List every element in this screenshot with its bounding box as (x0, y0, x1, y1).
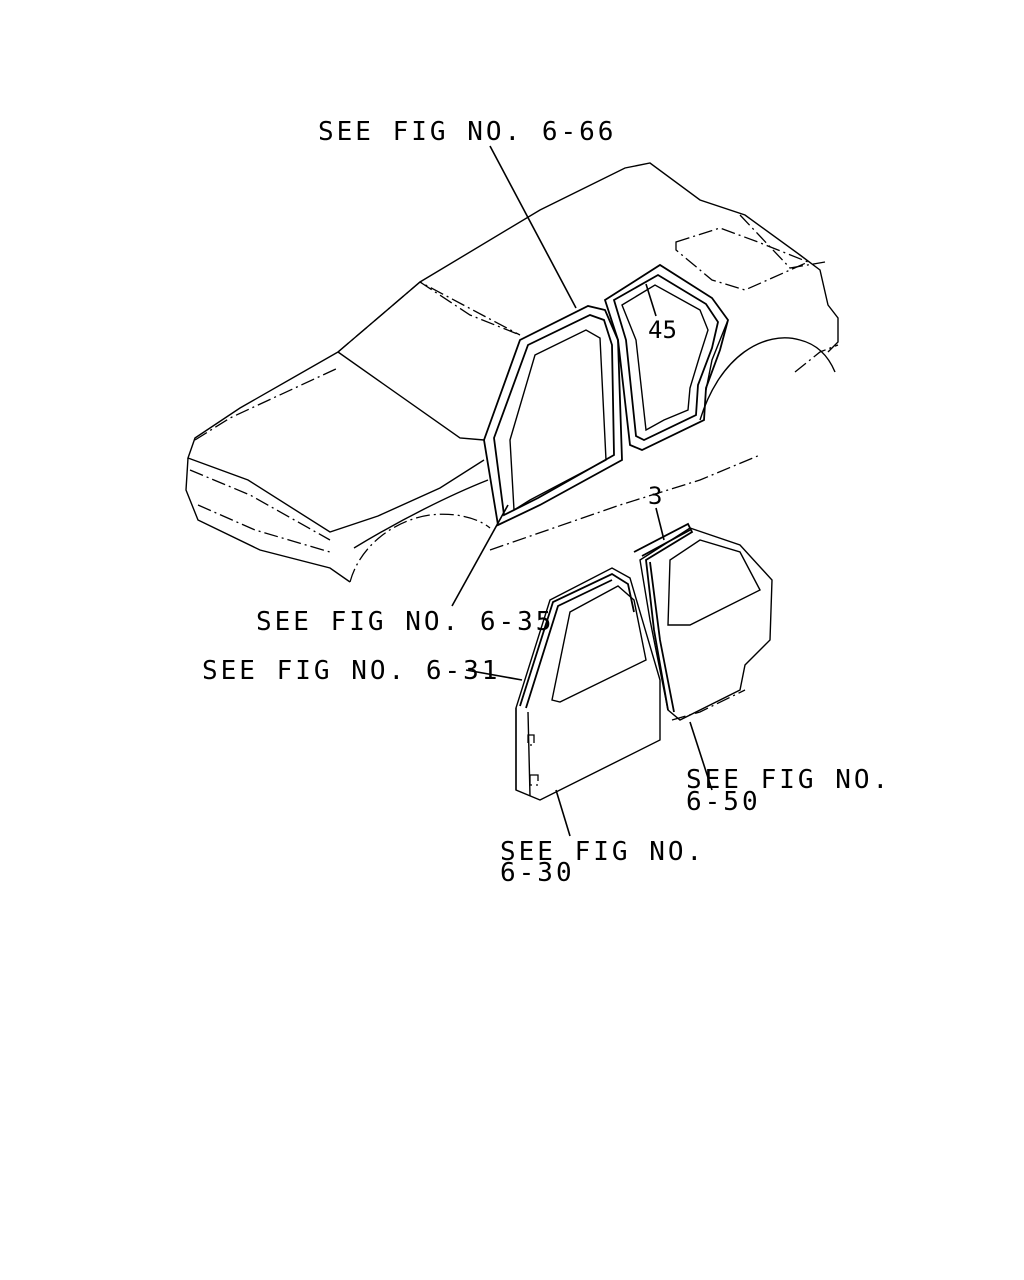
front-door-seal-inner (525, 579, 613, 709)
rear-opening-inner (612, 273, 719, 442)
front-grille (189, 469, 331, 553)
leader-fig-6-30 (555, 789, 571, 837)
front-door-edge (515, 708, 531, 797)
leader-fig-6-50 (689, 721, 713, 791)
rear-door (633, 522, 773, 721)
callout-fig-6-30-line1: SEE FIG NO. (500, 837, 705, 867)
front-door-opening-seal (483, 305, 623, 527)
front-opening-frame (509, 329, 607, 512)
leader-fig-6-66 (489, 145, 577, 309)
front-fascia (185, 457, 351, 583)
callout-fig-6-50-line2: 6-50 (686, 787, 761, 817)
callout-fig-6-66: SEE FIG NO. 6-66 (318, 117, 616, 147)
leader-part-45 (645, 283, 657, 317)
part-number-3: 3 (648, 482, 662, 510)
rear-door-window (667, 539, 761, 626)
rear-opening-frame (621, 284, 709, 432)
leader-fig-6-31 (465, 669, 523, 681)
front-door-window (551, 585, 647, 703)
rear-wheel-arch (699, 337, 836, 421)
leader-lines (451, 145, 713, 837)
roof-rear-seam (739, 214, 826, 269)
rocker-panel (489, 454, 761, 551)
front-opening-outer (483, 305, 623, 527)
leader-part-3 (655, 507, 665, 541)
callout-fig-6-35: SEE FIG NO. 6-35 (256, 607, 554, 637)
callout-labels: SEE FIG NO. 6-66 SEE FIG NO. 6-35 SEE FI… (202, 117, 891, 888)
part-number-45: 45 (648, 316, 677, 344)
rear-door-opening-seal (603, 263, 729, 451)
leader-fig-6-35 (451, 504, 509, 607)
rear-quarter-window (675, 227, 810, 291)
roof-seam (419, 281, 521, 336)
front-door (515, 567, 661, 801)
front-door-seal (519, 572, 635, 707)
front-door-outer (515, 567, 661, 801)
windshield-top (337, 281, 521, 353)
vehicle-body (185, 162, 839, 583)
rear-door-seal-inner (641, 529, 691, 713)
front-door-latch (527, 734, 539, 786)
rear-bumper (794, 344, 839, 373)
hood (187, 351, 485, 533)
rear-opening-outer (603, 263, 729, 451)
callout-fig-6-50-line1: SEE FIG NO. (686, 765, 891, 795)
windshield (337, 351, 485, 441)
rear-door-bottom (671, 689, 746, 721)
roof-outline (337, 162, 839, 353)
callout-fig-6-31: SEE FIG NO. 6-31 (202, 656, 500, 686)
front-fender-line (353, 479, 489, 549)
front-wheel-arch (349, 513, 491, 583)
rear-door-seal-outer (633, 522, 694, 711)
hood-crease (194, 367, 339, 441)
callout-fig-6-30-line2: 6-30 (500, 858, 575, 888)
